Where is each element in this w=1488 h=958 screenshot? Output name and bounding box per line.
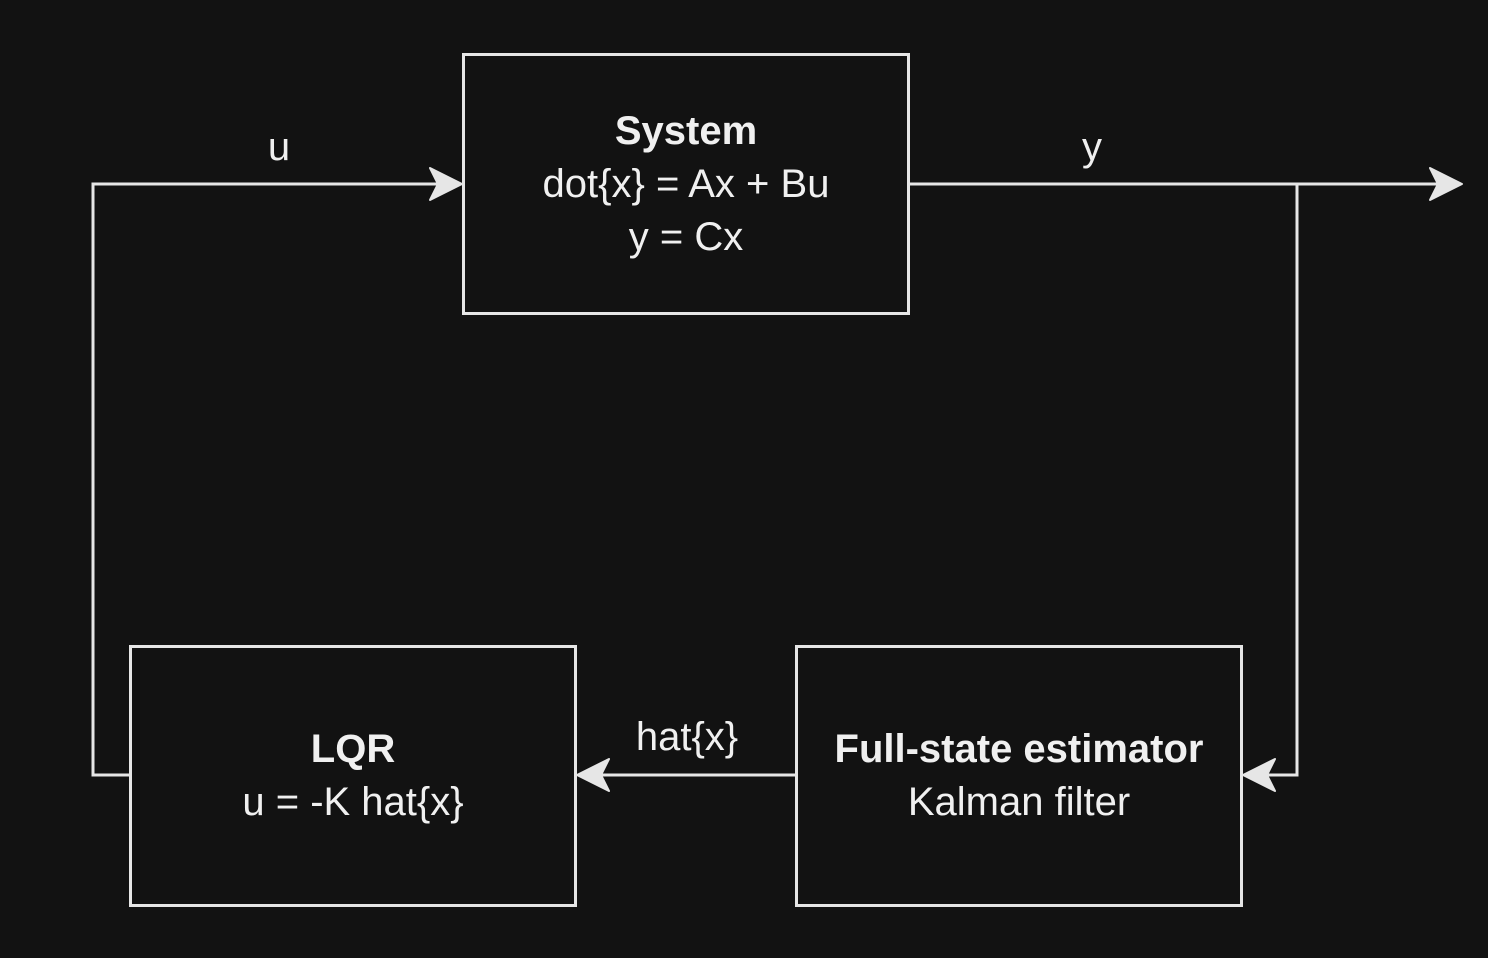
estimator-block[interactable]: Full-state estimator Kalman filter xyxy=(795,645,1243,907)
arrowhead-system-input xyxy=(429,167,463,201)
system-state-equation: dot{x} = Ax + Bu xyxy=(542,161,830,206)
arrowhead-lqr-input xyxy=(576,758,610,792)
edge-output-to-estimator xyxy=(1264,184,1299,777)
estimator-subtitle: Kalman filter xyxy=(907,780,1131,824)
lqr-title: LQR xyxy=(310,727,396,771)
system-output-equation: y = Cx xyxy=(628,214,744,259)
output-signal-label: y xyxy=(1082,124,1102,170)
system-title: System xyxy=(614,108,758,153)
lqr-control-law: u = -K hat{x} xyxy=(242,780,464,824)
lqr-block[interactable]: LQR u = -K hat{x} xyxy=(129,645,577,907)
estimator-title: Full-state estimator xyxy=(834,727,1204,771)
system-block[interactable]: System dot{x} = Ax + Bu y = Cx xyxy=(462,53,910,315)
arrowhead-output xyxy=(1429,167,1463,201)
edge-lqr-to-system xyxy=(91,182,440,777)
control-signal-label: u xyxy=(267,124,291,170)
state-estimate-label: hat{x} xyxy=(635,714,739,760)
arrowhead-estimator-input xyxy=(1242,758,1276,792)
